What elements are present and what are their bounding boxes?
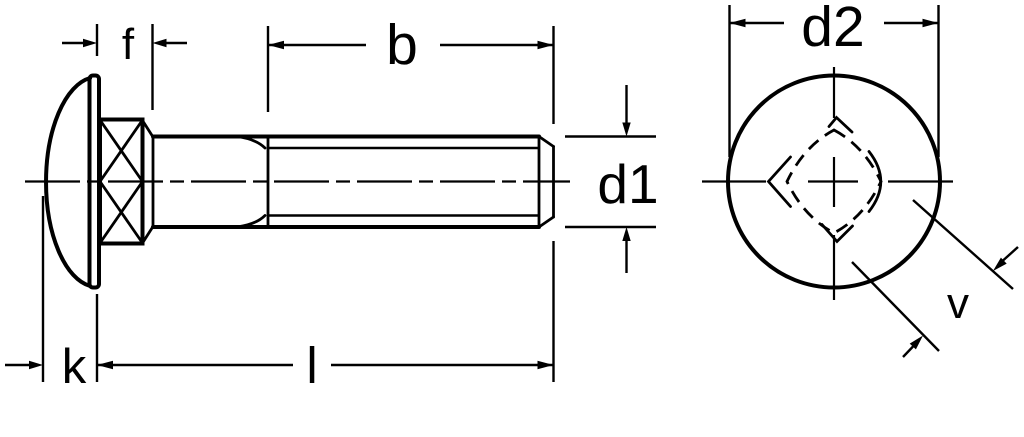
arrowhead-right: [537, 360, 554, 370]
chamfer-diag-top: [537, 135, 555, 148]
arrowhead-right: [537, 40, 554, 50]
extension-line-diagonal: [912, 199, 1014, 290]
corner-mark-right: [867, 150, 883, 213]
dimension-k: k: [5, 196, 99, 394]
thread: [235, 135, 540, 229]
dimension-label-k: k: [62, 340, 87, 394]
arrowhead-right: [922, 18, 939, 28]
dimension-v: v: [851, 199, 1019, 358]
corner-mark-bottom: [820, 223, 854, 244]
neck-cross-line: [98, 180, 144, 245]
dimension-b: b: [266, 13, 555, 124]
dome-head-arc: [44, 76, 92, 288]
dimension-d2: d2: [728, 0, 940, 157]
neck-chamfer-top: [141, 119, 155, 139]
dimension-label-l: l: [306, 337, 317, 394]
shank: [151, 134, 541, 229]
arrow-stem: [1002, 246, 1019, 262]
dimension-label-v: v: [947, 279, 969, 328]
end-view-centerlines: [702, 67, 953, 300]
extension-line-diagonal: [851, 261, 940, 352]
dimension-l: l: [97, 241, 555, 394]
corner-mark-top: [827, 115, 854, 134]
arrowhead-up: [622, 227, 631, 241]
chamfer-diag-bottom: [537, 215, 555, 229]
arrowhead-left: [268, 40, 284, 50]
dimension-label-d2: d2: [801, 0, 864, 59]
arrowhead-left: [729, 18, 746, 28]
arrowhead-left: [152, 38, 167, 48]
end-view: d2 v: [702, 0, 1019, 358]
arrowhead-left: [97, 360, 113, 370]
dimension-label-b: b: [386, 13, 418, 77]
arrowhead-down: [622, 122, 631, 137]
arrow-stem: [902, 345, 915, 358]
arrowhead-up-right: [909, 335, 923, 350]
arrowhead-down-left: [993, 257, 1007, 271]
chamfered-end: [537, 135, 555, 229]
arrowhead-right: [29, 360, 43, 370]
side-view: f b d1 k: [5, 13, 659, 394]
square-neck: [98, 117, 155, 246]
dimension-label-f: f: [122, 20, 135, 69]
hidden-square-outline: [785, 128, 883, 235]
corner-mark-left: [766, 155, 792, 208]
square-corner-marks: [766, 115, 883, 244]
neck-cross-line: [98, 118, 144, 183]
dimension-f: f: [62, 20, 187, 110]
dimension-label-d1: d1: [597, 153, 658, 215]
thread-runout-bottom: [235, 214, 267, 229]
neck-chamfer-bottom: [141, 225, 155, 245]
dimension-d1: d1: [565, 85, 659, 273]
thread-runout-top: [235, 135, 267, 150]
arrowhead-right: [83, 38, 97, 48]
